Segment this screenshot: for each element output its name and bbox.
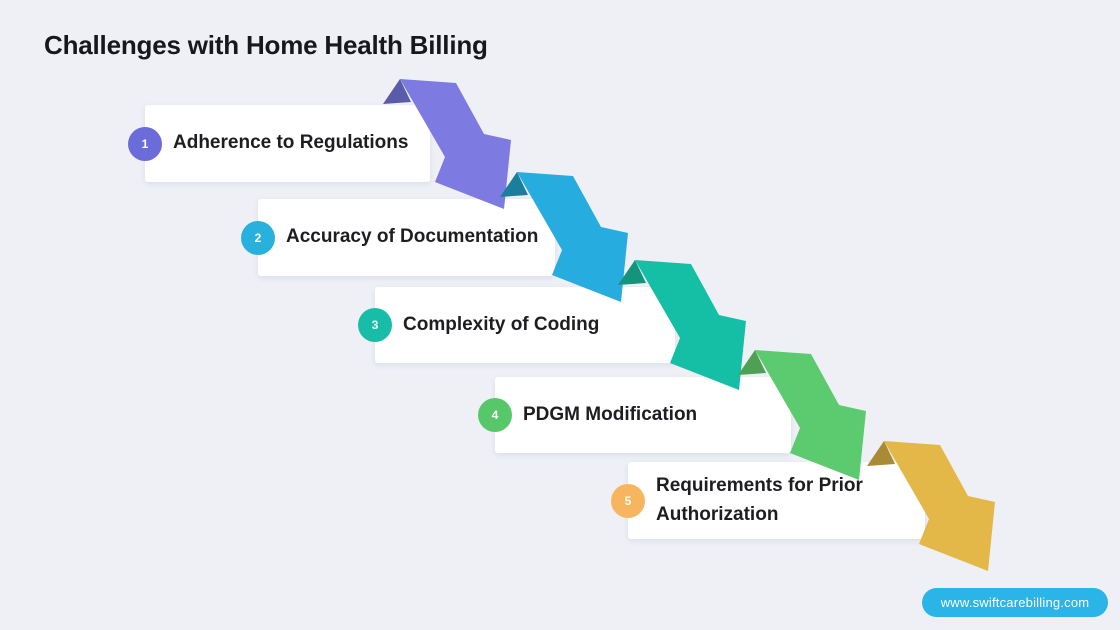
step-card-4: 4 PDGM Modification [478,377,791,453]
badge-circle [478,398,512,432]
arrow-fold [383,79,411,104]
arrow-fold [618,260,646,285]
badge-number: 1 [142,137,149,151]
badge-circle [611,483,645,518]
website-badge: www.swiftcarebilling.com [922,588,1108,617]
badge-number: 2 [255,231,262,245]
step-card-3: 3 Complexity of Coding [358,287,675,363]
badge-number: 4 [492,408,499,422]
step-4-number-badge: 4 [478,398,512,432]
step-2-number-badge: 2 [241,220,275,255]
badge-circle [241,220,275,255]
step-4-label: PDGM Modification [523,403,698,425]
step-card-1: 1 Adherence to Regulations [128,105,430,182]
step-card-2: 2 Accuracy of Documentation [241,199,555,276]
badge-number: 3 [372,318,379,332]
badge-circle [128,126,162,161]
flow-arrow-2-icon [500,172,628,302]
arrow-body [884,441,995,571]
step-3-number-badge: 3 [358,308,392,342]
page-title: Challenges with Home Health Billing [44,30,488,60]
arrow-body [755,350,866,480]
step-3-label: Complexity of Coding [403,313,600,335]
step-5-label: Requirements for Prior Authorization [656,475,863,525]
step-card-5: 5 Requirements for Prior Authorization [611,462,925,539]
badge-circle [358,308,392,342]
arrow-body [400,79,511,209]
step-5-number-badge: 5 [611,483,645,518]
arrow-body [635,260,746,390]
flow-arrow-4-icon [738,350,866,480]
arrow-fold [500,172,528,197]
arrow-fold [738,350,766,375]
step-1-label: Adherence to Regulations [173,132,409,154]
step-2-label: Accuracy of Documentation [286,226,539,248]
step-1-number-badge: 1 [128,126,162,161]
flow-arrow-3-icon [618,260,746,390]
flow-arrow-1-icon [383,79,511,209]
badge-number: 5 [625,494,632,508]
flow-arrow-5-icon [867,441,995,571]
arrow-body [517,172,628,302]
arrow-fold [867,441,895,466]
